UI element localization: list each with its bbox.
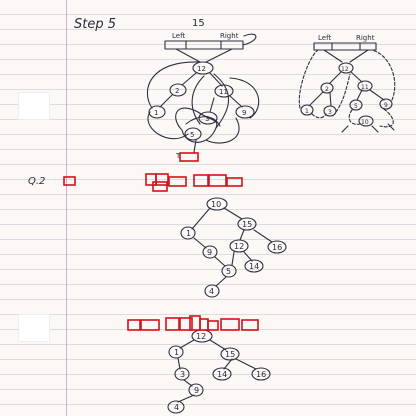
- tree-node: [320, 82, 334, 94]
- node-label: 2: [175, 87, 179, 95]
- node-label: 2: [325, 86, 329, 93]
- node-label: 3: [328, 109, 332, 116]
- node-label: 9: [207, 248, 212, 257]
- node-label: 3: [205, 115, 209, 123]
- tree-node: [206, 197, 228, 211]
- tree-node: [148, 105, 166, 119]
- threaded-tree-diagram-2: Left Right 12 2 11 1 3 5 10 9: [298, 34, 396, 133]
- right-label: Right: [356, 34, 375, 42]
- tree-node: [235, 105, 255, 119]
- header-node: [313, 42, 377, 51]
- red-box: [207, 320, 219, 331]
- red-annotation-boxes: [63, 152, 259, 331]
- tree-node: [204, 284, 220, 298]
- node-label: 12: [341, 66, 349, 73]
- tree-node: [221, 264, 237, 278]
- tree-node: [358, 115, 374, 127]
- punch-hole: [18, 92, 50, 120]
- tree-node: [244, 259, 264, 273]
- red-box: [145, 173, 157, 186]
- red-box: [226, 177, 243, 187]
- tree-node: [169, 83, 187, 97]
- red-box: [220, 318, 240, 331]
- tree-node: [237, 217, 257, 231]
- tree-node: [184, 127, 202, 141]
- node-label: 12: [197, 65, 206, 73]
- tree-node: [267, 240, 287, 254]
- node-label: 10: [211, 200, 221, 209]
- node-label: 11: [219, 88, 228, 96]
- node-label: 4: [174, 403, 179, 412]
- red-box: [63, 176, 76, 186]
- red-box: [155, 173, 169, 186]
- svg-text:T: T: [175, 152, 181, 160]
- node-label: 11: [361, 84, 369, 91]
- tree-node: [167, 400, 185, 414]
- tree-node: [174, 367, 190, 381]
- node-label: 15: [225, 350, 235, 359]
- step-heading: Step 5: [74, 17, 116, 32]
- threaded-tree-diagram-1: Left Right 12 2 11 1 3 5 9: [146, 32, 260, 160]
- node-label: 1: [174, 348, 179, 357]
- node-label: 14: [249, 262, 259, 271]
- red-box: [179, 152, 199, 162]
- question-label: Q.2: [28, 176, 45, 187]
- left-label: Left: [172, 32, 185, 40]
- tree-node: [180, 226, 196, 240]
- node-label: 1: [186, 229, 191, 238]
- red-box: [152, 181, 168, 192]
- tree-node: [349, 99, 363, 111]
- tree-node: [229, 239, 249, 253]
- red-box: [208, 174, 227, 187]
- tree-node: [251, 367, 271, 381]
- binary-tree-1: 10 1 15 9 12 16 5 14 4: [180, 197, 287, 298]
- left-label: Left: [318, 34, 331, 42]
- red-box: [241, 319, 259, 331]
- tree-node: [338, 62, 354, 74]
- red-box: [165, 317, 180, 331]
- node-label: 12: [196, 332, 206, 341]
- tree-node: [192, 61, 214, 75]
- red-box: [199, 318, 209, 331]
- tree-node: [220, 347, 240, 361]
- right-label: Right: [220, 32, 239, 40]
- node-label: 5: [226, 267, 231, 276]
- node-label: 5: [190, 131, 194, 139]
- node-label: 10: [361, 119, 369, 126]
- header-node: [164, 40, 244, 50]
- tree-node: [188, 383, 204, 397]
- tree-node: [357, 80, 373, 92]
- red-box: [168, 176, 187, 187]
- tree-node: [202, 245, 218, 259]
- node-label: 14: [217, 370, 227, 379]
- node-label: 12: [234, 242, 244, 251]
- node-label: 5: [354, 103, 358, 110]
- node-label: 15: [242, 220, 252, 229]
- tree-node: [300, 104, 314, 116]
- node-label: 4: [209, 287, 214, 296]
- tree-node: [212, 367, 232, 381]
- node-label: 1: [305, 108, 309, 115]
- red-box: [179, 317, 193, 331]
- tree-node: [323, 105, 337, 117]
- red-box: [140, 319, 160, 331]
- margin-line: [66, 0, 67, 416]
- node-label: 3: [180, 370, 185, 379]
- node-label: 16: [272, 243, 282, 252]
- tree-node: [379, 98, 393, 110]
- node-label: 1: [154, 109, 158, 117]
- punch-hole: [18, 314, 50, 342]
- node-label: 9: [242, 109, 246, 117]
- node-label: 9: [194, 386, 199, 395]
- tree-node: [198, 111, 218, 125]
- red-box: [193, 174, 209, 187]
- node-label: 16: [256, 370, 266, 379]
- red-box: [127, 319, 141, 331]
- step-subheading: 15: [192, 18, 205, 29]
- binary-tree-2: 12 1 15 3 14 16 9 4: [167, 329, 271, 414]
- node-label: 9: [384, 102, 388, 109]
- tree-node: [168, 345, 184, 359]
